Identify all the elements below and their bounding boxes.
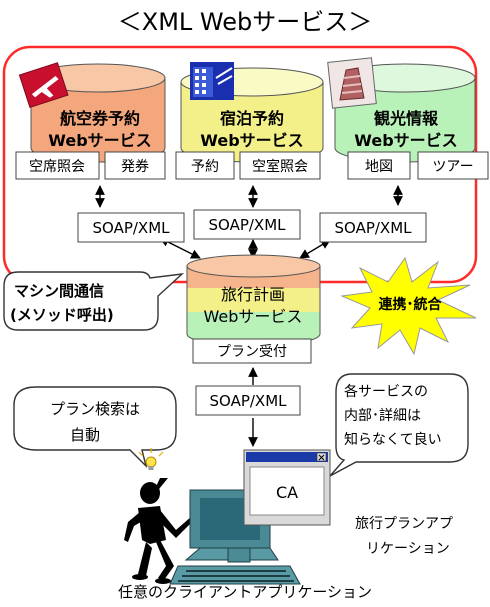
soap-label-1: SOAP/XML (93, 219, 171, 237)
op-box-room-inquiry[interactable] (239, 151, 321, 180)
soap-box-4[interactable] (195, 385, 301, 416)
diagram-title: ＜XML Webサービス＞ (118, 8, 372, 36)
client-caption: 任意のクライアントアプリケーション (118, 583, 372, 601)
m2m-line2: (メソッド呼出) (10, 306, 114, 324)
details-callout: 各サービスの 内部･詳細は 知らなくて良い (329, 373, 469, 477)
auto-search-line2: 自動 (70, 426, 100, 444)
tourism-service-name: 観光情報 (374, 109, 439, 128)
soap-box-1[interactable] (77, 212, 185, 243)
airline-service-subtitle: Webサービス (48, 131, 151, 150)
soap-label-2: SOAP/XML (209, 216, 287, 234)
app-window[interactable]: CA (243, 449, 331, 526)
op-plan-intake: プラン受付 (217, 344, 287, 360)
planner-name: 旅行計画 (221, 285, 285, 304)
m2m-callout: マシン間通信 (メソッド呼出) (3, 271, 185, 331)
app-caption-line2: リケーション (366, 541, 450, 557)
arrow-soap3-planner (299, 239, 331, 259)
ca-label: CA (276, 483, 298, 502)
op-box-ticketing[interactable] (104, 151, 166, 180)
op-box-reservation[interactable] (175, 151, 235, 180)
op-room-inquiry: 空室照会 (252, 158, 308, 175)
tourism-service-subtitle: Webサービス (354, 131, 457, 150)
m2m-line1: マシン間通信 (14, 282, 104, 300)
app-caption-line1: 旅行プランアプ (355, 516, 453, 532)
op-box-tour[interactable] (417, 151, 489, 180)
planner-subtitle: Webサービス (204, 307, 303, 326)
details-line3: 知らなくて良い (344, 431, 442, 448)
soap-label-3: SOAP/XML (335, 219, 413, 237)
op-box-seat-inquiry[interactable] (15, 151, 100, 180)
op-seat-inquiry: 空席照会 (29, 159, 85, 175)
hotel-building-icon (190, 62, 234, 100)
airplane-icon (18, 62, 69, 109)
soap-box-3[interactable] (319, 212, 427, 243)
auto-search-callout: プラン検索は 自動 (13, 386, 177, 469)
details-line1: 各サービスの (344, 384, 428, 400)
soap-box-2[interactable] (193, 209, 301, 240)
details-line2: 内部･詳細は (344, 408, 421, 424)
client-computer (169, 489, 301, 585)
travel-planner-service: 旅行計画 Webサービス (186, 254, 321, 347)
op-tour: ツアー (432, 159, 473, 175)
op-reservation: 予約 (191, 159, 219, 175)
lightbulb-icon (138, 448, 164, 470)
op-box-plan-intake[interactable] (192, 338, 312, 364)
airline-service-name: 航空券予約 (60, 109, 140, 128)
op-ticketing: 発券 (121, 159, 149, 175)
tower-photo-icon (327, 57, 377, 109)
op-box-map[interactable] (347, 151, 411, 180)
burst-label: 連携･統合 (379, 296, 443, 313)
auto-search-line1: プラン検索は (50, 400, 140, 418)
user-figure (124, 478, 194, 584)
integration-burst: 連携･統合 (340, 256, 477, 356)
soap-label-4: SOAP/XML (210, 392, 288, 410)
hotel-service-name: 宿泊予約 (220, 109, 284, 128)
op-map: 地図 (365, 159, 393, 175)
hotel-service-subtitle: Webサービス (200, 131, 303, 150)
